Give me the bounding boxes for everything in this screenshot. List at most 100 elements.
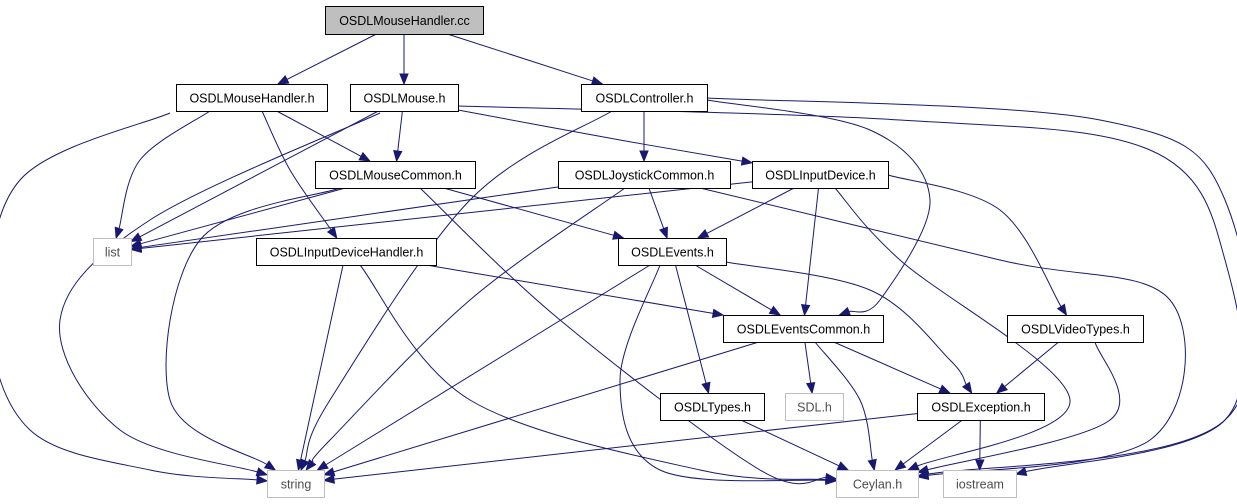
- edge-mouse-to-list: [139, 110, 379, 238]
- node-label: OSDLEvents.h: [631, 246, 714, 260]
- node-label: OSDLException.h: [931, 401, 1030, 415]
- arrowhead-vt-to-exc: [995, 382, 1008, 394]
- arrowhead-root-to-ctrl: [590, 76, 604, 86]
- edge-ec-to-string: [333, 341, 759, 473]
- arrowhead-ec-to-string: [322, 467, 336, 477]
- edge-idev-to-ceylan: [834, 187, 1071, 467]
- edge-idh-to-ceylan: [359, 264, 827, 481]
- node-label: OSDLInputDevice.h: [765, 169, 876, 183]
- arrowhead-jc-to-ev: [659, 226, 668, 240]
- arrowhead-jc-to-string: [305, 458, 317, 472]
- node-label: list: [105, 246, 121, 260]
- arrowhead-idev-to-vt: [1056, 303, 1068, 317]
- node-types[interactable]: OSDLTypes.h: [660, 393, 765, 421]
- node-box: [581, 84, 708, 112]
- arrowhead-mouse-to-string: [255, 467, 269, 477]
- node-jc[interactable]: OSDLJoystickCommon.h: [558, 161, 731, 189]
- edge-jc-to-ev: [648, 187, 665, 229]
- edge-ev-to-ec: [694, 264, 772, 311]
- edge-ec-to-sdl: [804, 341, 812, 384]
- edge-idev-to-ev: [706, 187, 795, 234]
- edge-ev-to-ceylan: [619, 264, 827, 482]
- node-label: OSDLEventsCommon.h: [737, 323, 870, 337]
- node-box: [558, 161, 731, 189]
- arrowhead-exc-to-ceylan: [894, 459, 907, 471]
- node-box: [176, 84, 328, 112]
- edge-ev-to-exc: [725, 261, 967, 385]
- edge-exc-to-iostream: [979, 419, 981, 461]
- arrowhead-mouse-to-list: [129, 232, 143, 243]
- node-idh[interactable]: OSDLInputDeviceHandler.h: [256, 238, 437, 266]
- node-label: OSDLJoystickCommon.h: [575, 169, 715, 183]
- arrowhead-ev-to-ec: [768, 305, 782, 316]
- arrowhead-idev-to-ev: [696, 228, 710, 239]
- edge-mh-to-string: [0, 112, 258, 481]
- arrowhead-ctrl-to-jc: [639, 150, 649, 163]
- edge-mc-to-ev: [443, 187, 614, 236]
- node-label: string: [281, 478, 312, 492]
- node-mouse[interactable]: OSDLMouse.h: [350, 84, 459, 112]
- node-label: OSDLMouse.h: [364, 92, 446, 106]
- arrowhead-mouse-to-mc: [393, 150, 403, 163]
- edge-mc-to-ceylan: [419, 187, 827, 485]
- arrowhead-mh-to-list: [114, 226, 124, 240]
- node-exc[interactable]: OSDLException.h: [917, 393, 1045, 421]
- edge-vt-to-exc: [1004, 341, 1059, 388]
- node-label: OSDLInputDeviceHandler.h: [270, 246, 424, 260]
- arrowhead-vt-to-ceylan: [916, 464, 930, 475]
- node-label: Ceylan.h: [853, 478, 902, 492]
- node-vt[interactable]: OSDLVideoTypes.h: [1007, 315, 1144, 343]
- arrowhead-mc-to-string: [263, 460, 277, 471]
- edge-exc-to-ceylan: [902, 419, 963, 465]
- arrowhead-ec-to-ceylan: [867, 458, 877, 472]
- node-box: [325, 6, 484, 35]
- node-box: [660, 393, 765, 421]
- edge-ev-to-types: [674, 264, 707, 384]
- arrowhead-exc-to-iostream: [975, 459, 985, 472]
- node-label: OSDLMouseCommon.h: [329, 169, 462, 183]
- node-idev[interactable]: OSDLInputDevice.h: [752, 161, 889, 189]
- node-list: list: [93, 238, 132, 266]
- node-ec[interactable]: OSDLEventsCommon.h: [723, 315, 884, 343]
- arrowhead-idev-to-ec: [800, 304, 811, 317]
- edge-ec-to-exc: [833, 341, 941, 390]
- node-label: OSDLTypes.h: [674, 401, 751, 415]
- arrowhead-mh-to-string: [256, 475, 269, 485]
- arrowhead-idh-to-ec: [711, 308, 725, 318]
- edge-mh-to-idh: [261, 110, 332, 231]
- node-ev[interactable]: OSDLEvents.h: [618, 238, 727, 266]
- node-box: [943, 470, 1017, 498]
- arrowhead-root-to-mh: [276, 75, 290, 85]
- node-box: [315, 161, 476, 189]
- edge-root-to-ctrl: [447, 33, 593, 82]
- edge-jc-to-ceylan: [699, 187, 1186, 476]
- edge-idh-to-ec: [426, 264, 714, 314]
- node-label: OSDLMouseHandler.h: [189, 92, 314, 106]
- edge-idev-to-ec: [805, 187, 820, 306]
- arrowhead-ec-to-sdl: [805, 381, 816, 395]
- edge-types-to-ceylan: [740, 419, 840, 467]
- edge-ctrl-to-ec: [706, 99, 931, 313]
- node-label: iostream: [956, 478, 1004, 492]
- arrowhead-idev-to-ceylan: [906, 461, 920, 471]
- node-mh[interactable]: OSDLMouseHandler.h: [176, 84, 328, 112]
- node-box: [917, 393, 1045, 421]
- node-box: [618, 238, 727, 266]
- node-box: [93, 238, 132, 266]
- arrowhead-types-to-ceylan: [836, 461, 850, 471]
- edge-ev-to-string: [325, 264, 651, 466]
- edge-idev-to-list: [140, 181, 753, 249]
- node-box: [752, 161, 889, 189]
- edge-ec-to-ceylan: [814, 341, 873, 461]
- edge-root-to-mh: [286, 33, 377, 80]
- node-root[interactable]: OSDLMouseHandler.cc: [325, 6, 484, 35]
- arrowhead-idev-to-list: [129, 243, 142, 254]
- edge-mc-to-string: [165, 187, 341, 465]
- edge-mouse-to-idev: [457, 109, 743, 162]
- arrowhead-mh-to-idh: [326, 226, 338, 240]
- node-mc[interactable]: OSDLMouseCommon.h: [315, 161, 476, 189]
- node-ctrl[interactable]: OSDLController.h: [581, 84, 708, 112]
- edge-jc-to-string: [311, 187, 626, 463]
- node-label: SDL.h: [797, 401, 832, 415]
